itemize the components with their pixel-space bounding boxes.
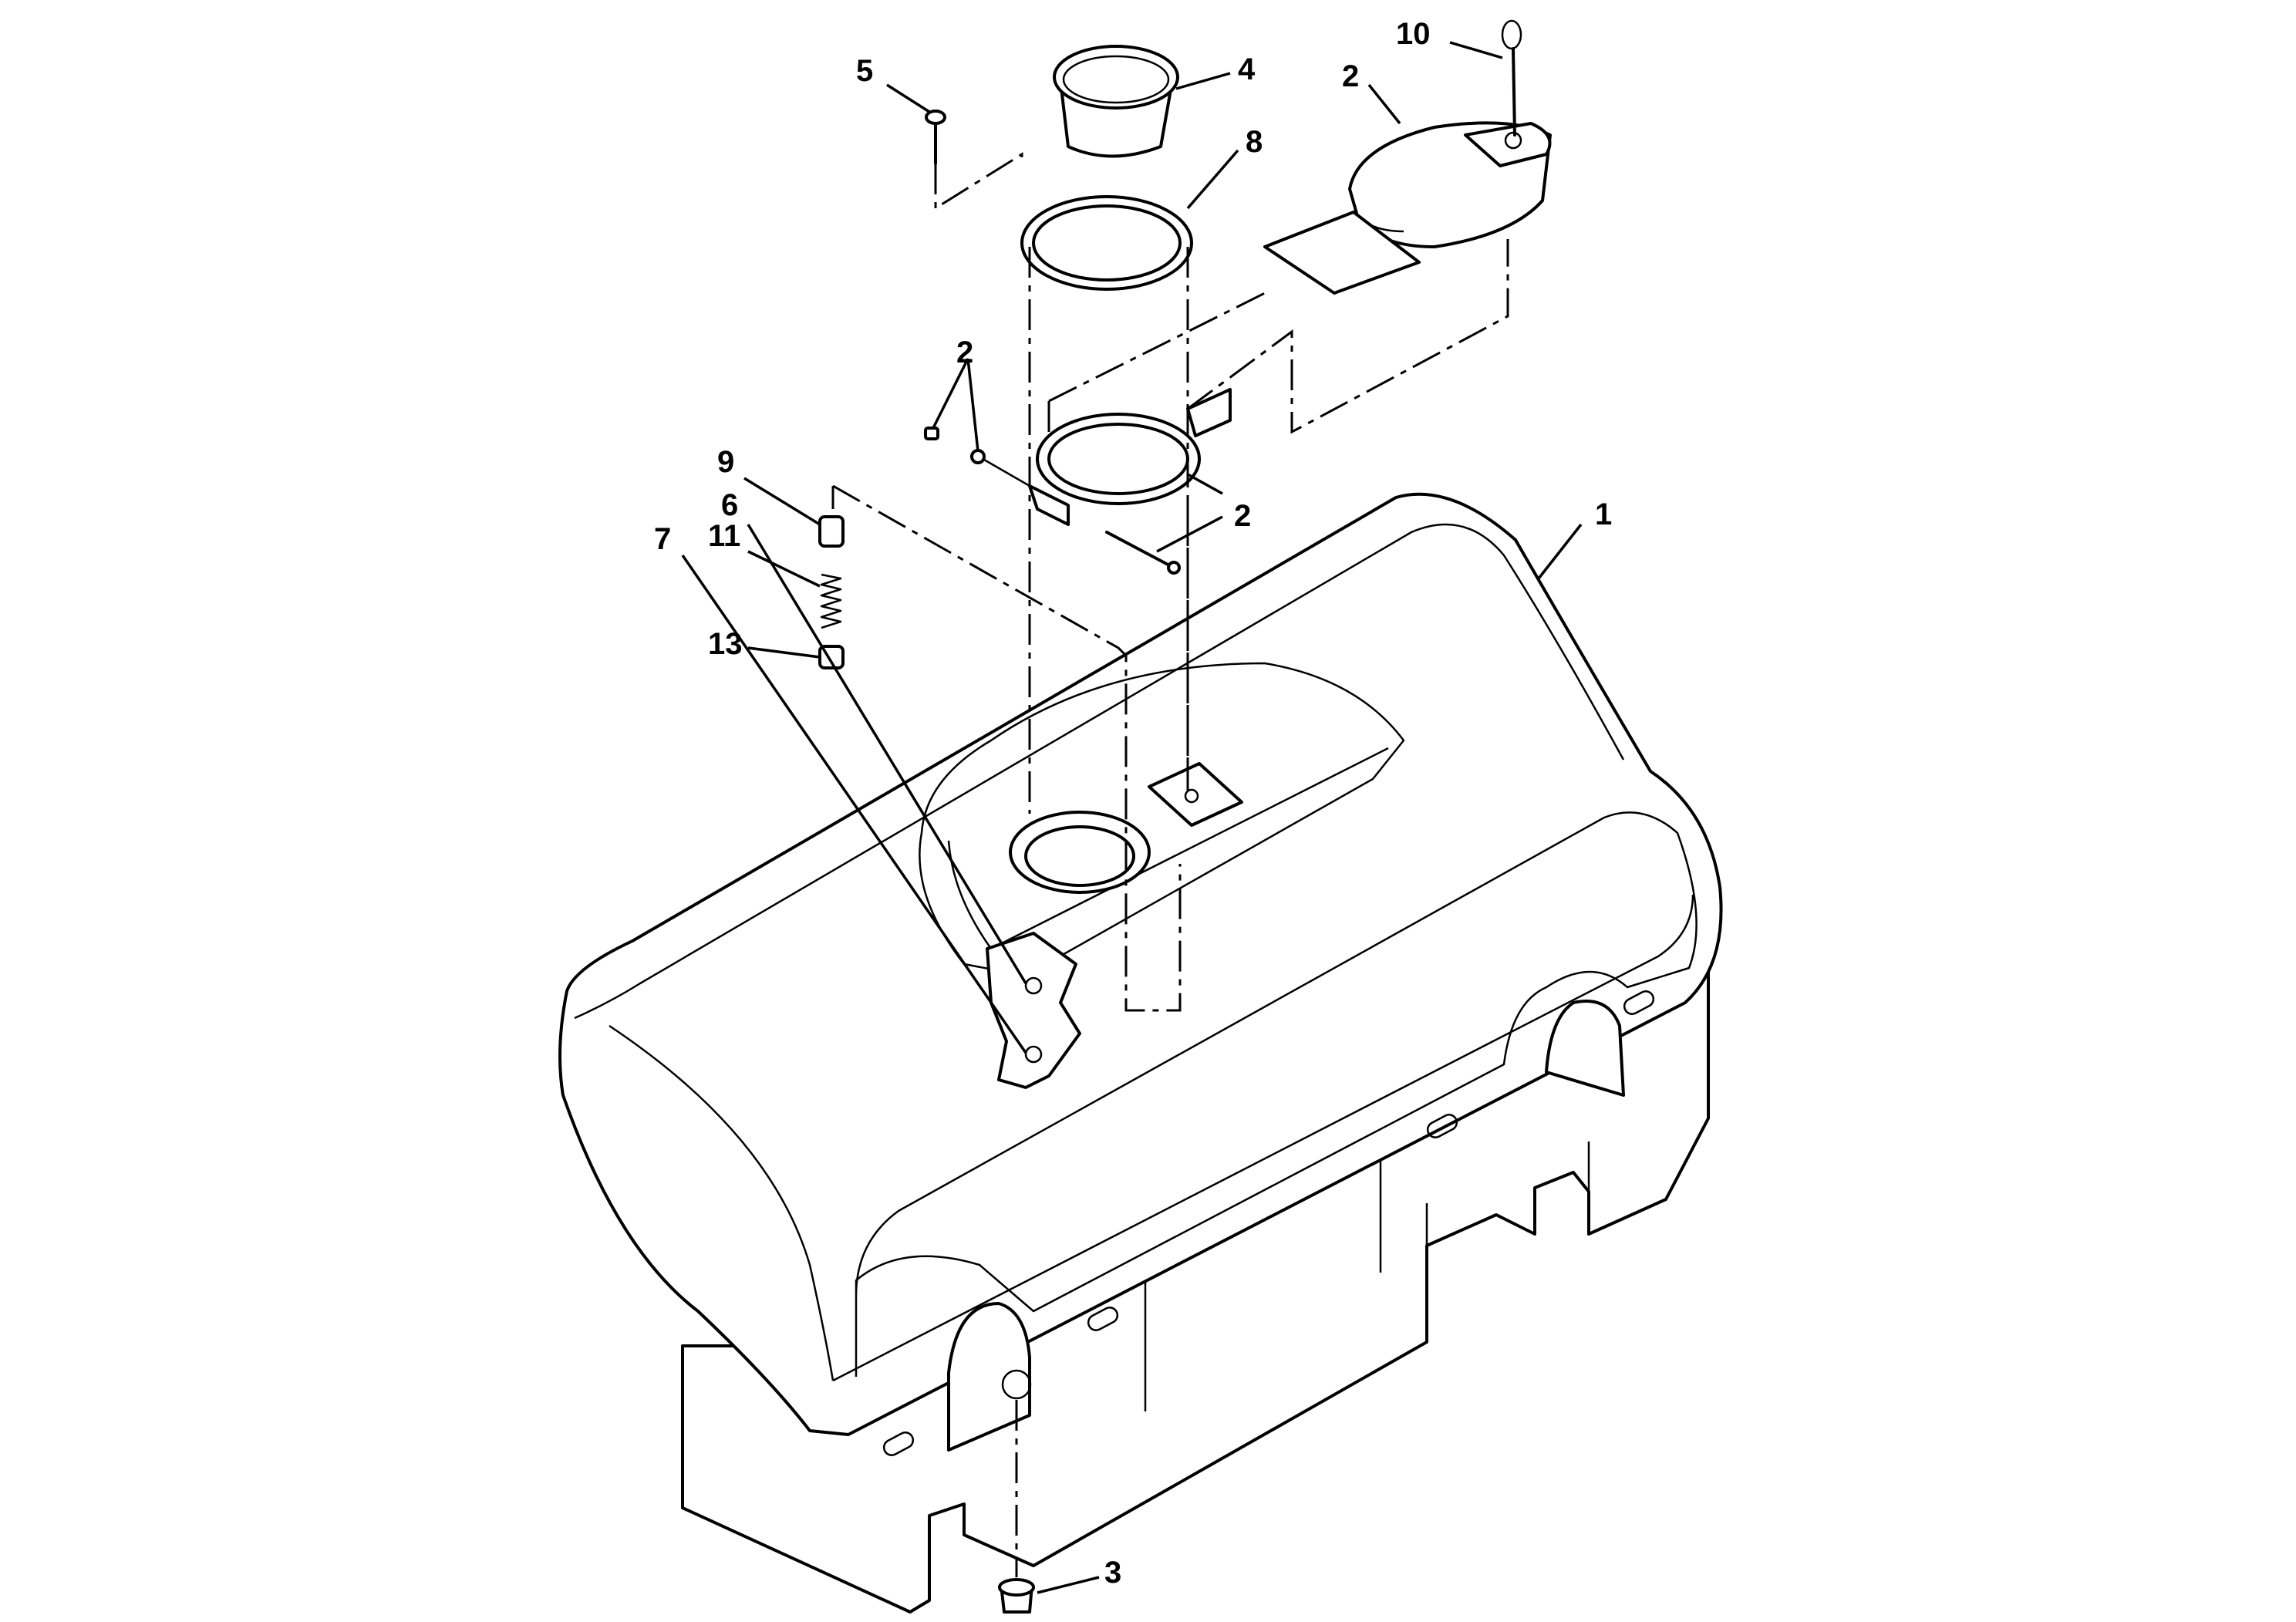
leader-10	[1449, 41, 1503, 59]
callout-13: 13	[708, 627, 743, 661]
callout-5: 5	[856, 54, 873, 88]
filler-cap	[1263, 121, 1552, 295]
callout-8: 8	[1246, 125, 1263, 159]
drain-plug	[998, 1578, 1035, 1614]
callout-6: 6	[721, 488, 738, 522]
leader-2-nut-b	[966, 358, 979, 452]
filler-strainer	[1053, 45, 1179, 158]
leader-lines	[681, 41, 1583, 1594]
leader-4	[1175, 72, 1231, 90]
leader-5	[886, 83, 930, 113]
leader-11	[747, 550, 821, 588]
leader-7	[681, 555, 1027, 1054]
cap-eye-bolt	[1501, 19, 1522, 137]
leader-1	[1537, 523, 1583, 580]
leader-2-ring	[1187, 473, 1223, 495]
leader-2-cap	[1367, 83, 1401, 125]
callout-7: 7	[654, 522, 671, 556]
callout-4: 4	[1238, 52, 1256, 86]
assembly-lines	[831, 152, 1509, 1577]
hinge-nut-washer	[924, 427, 1030, 487]
callout-labels: 1 2 2 2 3 4 5 6 7 8 9 10 11 13	[654, 17, 1612, 1590]
leader-13	[747, 646, 821, 659]
callout-1: 1	[1595, 497, 1612, 531]
leader-8	[1186, 149, 1239, 210]
callout-2-bolt: 2	[1234, 499, 1251, 533]
leader-6	[747, 524, 1027, 984]
callout-9: 9	[717, 445, 734, 479]
callout-2-nut: 2	[956, 336, 973, 369]
leader-2-nut-a	[932, 358, 969, 429]
cap-hinge-bracket	[1028, 388, 1232, 526]
leader-2-bolt	[1156, 515, 1223, 553]
fuel-tank-body	[558, 492, 1723, 1614]
spring	[820, 573, 842, 629]
callout-2-cap: 2	[1342, 59, 1359, 93]
callout-11: 11	[708, 519, 740, 553]
callout-3: 3	[1104, 1556, 1121, 1590]
strainer-screw	[925, 110, 946, 165]
callout-10: 10	[1396, 17, 1431, 51]
filler-gasket	[1020, 195, 1193, 291]
leader-9	[743, 477, 821, 526]
hinge-bolt	[1105, 531, 1181, 575]
leader-3	[1037, 1576, 1100, 1594]
spacer	[818, 515, 845, 548]
